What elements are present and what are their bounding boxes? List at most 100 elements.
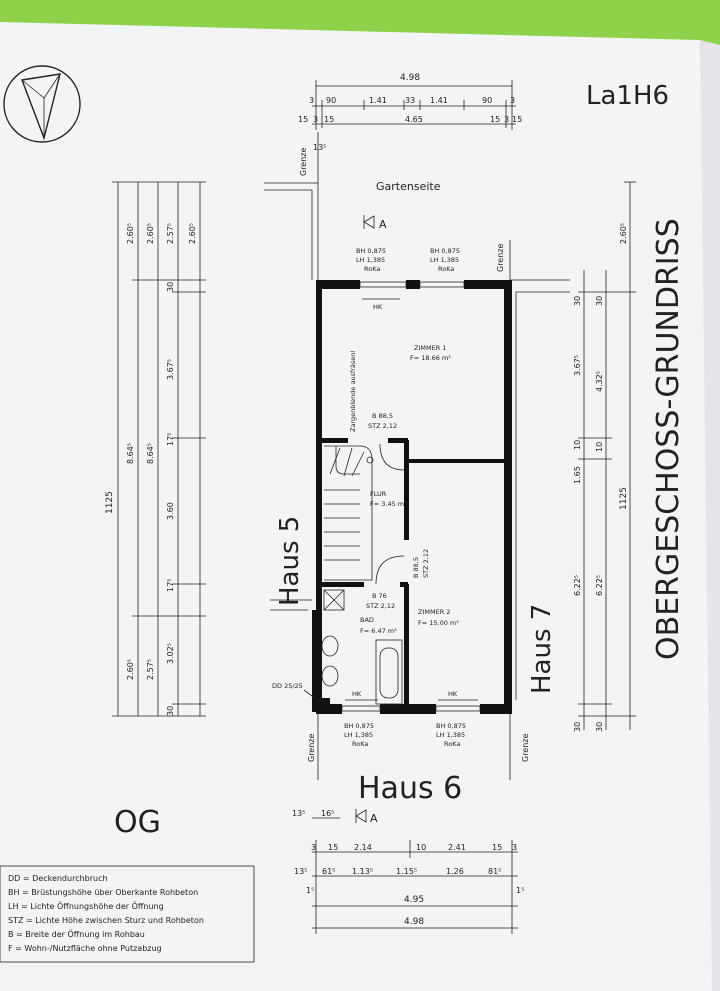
room-zimmer2-name: ZIMMER 2 bbox=[418, 608, 450, 616]
sheet-code: La1H6 bbox=[586, 81, 669, 111]
dim-left-c4-2: 3.67⁵ bbox=[166, 359, 175, 380]
dim-top-r1-5: 90 bbox=[482, 96, 492, 105]
section-marker-top: A bbox=[363, 215, 387, 231]
dim-bot-r2-0: 13⁵ bbox=[294, 867, 307, 876]
room-flur-name: FLUR bbox=[370, 490, 387, 498]
legend-line-2: LH = Lichte Öffnungshöhe der Öffnung bbox=[8, 901, 164, 911]
win-top-left-roka: RoKa bbox=[364, 265, 380, 273]
logo-icon bbox=[3, 65, 81, 143]
dim-right-c1-0: 30 bbox=[573, 296, 582, 306]
dim-bot-r1-4: 2.41 bbox=[448, 843, 466, 852]
dim-left-c4-0: 2.57⁵ bbox=[166, 223, 175, 244]
win-top-left-lh: LH 1,385 bbox=[356, 256, 385, 264]
dim-bot-r0-1: 16⁵ bbox=[321, 809, 334, 818]
dim-right-c1-2: 10 bbox=[573, 440, 582, 450]
win-bottom-left-lh: LH 1,385 bbox=[344, 731, 373, 739]
house-left-label: Haus 5 bbox=[275, 516, 305, 606]
window-openings bbox=[341, 281, 481, 712]
dim-top-r2-3: 4.65 bbox=[405, 115, 423, 124]
section-marker-bottom: A bbox=[355, 809, 378, 825]
dim-right-c2-1: 4.32⁵ bbox=[595, 371, 604, 392]
win-bottom-right-roka: RoKa bbox=[444, 740, 460, 748]
room-zimmer1-name: ZIMMER 1 bbox=[414, 344, 446, 352]
room-flur-area: F= 3.45 m² bbox=[370, 500, 407, 508]
dim-left-c4-1: 30 bbox=[166, 282, 175, 292]
dim-top-r2-0: 15 bbox=[298, 115, 308, 124]
hk-top: HK bbox=[373, 303, 383, 311]
door3-stz: STZ 2,12 bbox=[366, 602, 395, 610]
dim-bot-r3-2: 1⁵ bbox=[516, 886, 524, 895]
hk-bottom-left: HK bbox=[352, 690, 362, 698]
hk-bottom-right: HK bbox=[448, 690, 458, 698]
dim-top-r2-1: 3 bbox=[313, 115, 318, 124]
win-bottom-left-roka: RoKa bbox=[352, 740, 368, 748]
right-dimensions: 30 3.67⁵ 10 1.65 6.22⁵ 30 30 4.32⁵ 10 6.… bbox=[573, 181, 636, 732]
room-bad-name: BAD bbox=[360, 616, 374, 624]
dim-left-c4-7: 30 bbox=[166, 706, 175, 716]
dim-bot-r2-5: 81⁵ bbox=[488, 867, 501, 876]
win-top-left-bh: BH 0,875 bbox=[356, 247, 386, 255]
dim-right-top: 2.60⁵ bbox=[619, 223, 628, 244]
door1-stz: STZ 2,12 bbox=[368, 422, 397, 430]
paper-sheet bbox=[0, 22, 720, 991]
win-bottom-left-bh: BH 0,875 bbox=[344, 722, 374, 730]
room-bad-area: F= 6.47 m² bbox=[360, 627, 397, 635]
dim-right-c2-0: 30 bbox=[595, 296, 604, 306]
dim-left-c4-6: 3.02⁵ bbox=[166, 643, 175, 664]
dd-note: DD 25/25 bbox=[272, 682, 303, 690]
legend-line-4: B = Breite der Öffnung im Rohbau bbox=[8, 929, 145, 939]
dim-left-c4-3: 17⁵ bbox=[166, 433, 175, 446]
legend-line-0: DD = Deckendurchbruch bbox=[8, 874, 108, 883]
house-right-label: Haus 7 bbox=[527, 604, 557, 694]
dim-bot-r3-1: 4.95 bbox=[404, 895, 424, 905]
interior-walls bbox=[316, 438, 504, 708]
dim-top-r2-2: 15 bbox=[324, 115, 334, 124]
dim-bot-r1-3: 10 bbox=[416, 843, 426, 852]
dim-left-c2-1: 8.64⁵ bbox=[126, 443, 135, 464]
dim-bot-total: 4.98 bbox=[404, 917, 424, 927]
win-bottom-right-lh: LH 1,385 bbox=[436, 731, 465, 739]
dim-top-r1-2: 1.41 bbox=[369, 96, 387, 105]
dim-bot-r2-2: 1.13⁵ bbox=[352, 867, 373, 876]
dim-right-c1-3: 1.65 bbox=[573, 466, 582, 484]
dim-right-c2-3: 6.22⁵ bbox=[595, 575, 604, 596]
dim-left-c4-5: 17⁵ bbox=[166, 579, 175, 592]
dim-left-c1-0: 2.60⁵ bbox=[188, 223, 197, 244]
section-label-top: A bbox=[379, 218, 387, 231]
dim-bot-r1-5: 15 bbox=[492, 843, 502, 852]
dim-bot-r2-1: 61⁵ bbox=[322, 867, 335, 876]
dim-left-c3-1: 8.64⁵ bbox=[146, 443, 155, 464]
dim-bot-r0-0: 13⁵ bbox=[292, 809, 305, 818]
border-label-bottom-right: Grenze bbox=[521, 733, 530, 762]
win-top-right-roka: RoKa bbox=[438, 265, 454, 273]
win-top-right-lh: LH 1,385 bbox=[430, 256, 459, 264]
dim-left-c2-0: 2.60⁵ bbox=[126, 223, 135, 244]
left-dimensions: 1125 2.60⁵ 8.64⁵ 2.60⁵ 2.60⁵ 8.64⁵ 2.57⁵… bbox=[105, 181, 206, 717]
floor-code: OG bbox=[114, 805, 161, 840]
dim-bot-r1-0: 3 bbox=[311, 843, 316, 852]
dim-left-c3-0: 2.60⁵ bbox=[146, 223, 155, 244]
border-label-bottom-left: Grenze bbox=[307, 733, 316, 762]
paper-edge bbox=[700, 40, 720, 991]
dim-right-c1-1: 3.67⁵ bbox=[573, 355, 582, 376]
dim-top-total: 4.98 bbox=[400, 73, 420, 83]
dim-right-total: 1125 bbox=[619, 487, 629, 510]
dim-left-c3-2: 2.57⁵ bbox=[146, 659, 155, 680]
dim-top-r2-6: 15 bbox=[512, 115, 522, 124]
property-borders: Grenze Grenze Grenze Grenze bbox=[264, 132, 570, 780]
door2-b: B 88,5 bbox=[412, 557, 420, 578]
legend-line-5: F = Wohn-/Nutzfläche ohne Putzabzug bbox=[8, 944, 162, 953]
dim-bot-r2-4: 1.26 bbox=[446, 867, 464, 876]
house-main-label: Haus 6 bbox=[358, 771, 462, 806]
zarge-note: Zargenblende ausfräsen! bbox=[349, 350, 357, 432]
door3-b: B 76 bbox=[372, 592, 387, 600]
vertical-title: OBERGESCHOSS-GRUNDRISS bbox=[651, 218, 686, 660]
bottom-dimensions: 13⁵ 16⁵ 3 15 2.14 10 2.41 15 3 13⁵ 61⁵ 1… bbox=[292, 809, 524, 934]
win-top-right-bh: BH 0,875 bbox=[430, 247, 460, 255]
dim-top-small: 13⁵ bbox=[313, 143, 326, 152]
room-zimmer2-area: F= 15.00 m² bbox=[418, 619, 459, 627]
dim-left-c4-4: 3.60 bbox=[166, 502, 175, 520]
dim-right-c2-2: 10 bbox=[595, 442, 604, 452]
